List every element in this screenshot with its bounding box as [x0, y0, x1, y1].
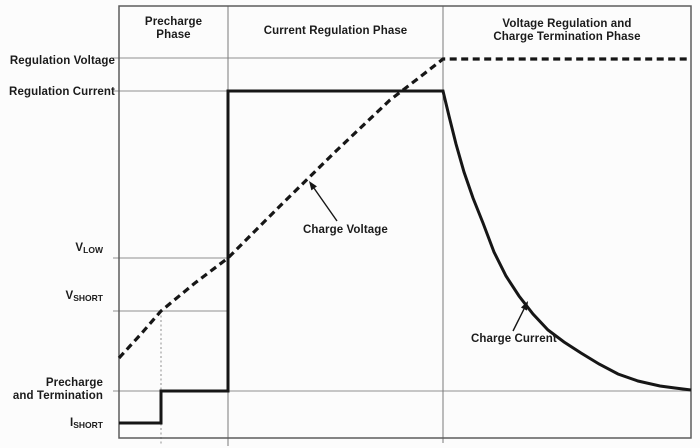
charge-current-annotation: Charge Current — [471, 333, 557, 345]
plot-frame — [118, 5, 692, 439]
v-short-label: VSHORT — [0, 290, 103, 305]
charge-current-arrowhead-icon — [520, 301, 528, 311]
precharge-termination-label: Precharge and Termination — [12, 377, 103, 402]
i-short-symbol: I — [69, 417, 74, 429]
v-low-symbol: V — [75, 242, 84, 254]
v-low-label: VLOW — [0, 242, 103, 257]
v-short-subscript: SHORT — [73, 293, 103, 303]
regulation-voltage-label: Regulation Voltage — [9, 55, 115, 67]
charge-voltage-arrowhead-icon — [309, 181, 317, 191]
regulation-current-label: Regulation Current — [9, 86, 115, 98]
phase-label-precharge: Precharge Phase — [144, 16, 203, 41]
phase-label-current-regulation: Current Regulation Phase — [263, 25, 408, 37]
charge-current-curve — [119, 89, 692, 425]
charge-voltage-curve — [117, 57, 691, 360]
charge-current-arrow — [512, 308, 525, 332]
charge-voltage-arrow — [313, 187, 338, 222]
i-short-subscript: SHORT — [73, 420, 103, 430]
phase-label-voltage-regulation: Voltage Regulation and Charge Terminatio… — [493, 18, 641, 43]
charge-voltage-annotation: Charge Voltage — [303, 224, 388, 236]
v-low-subscript: LOW — [83, 245, 103, 255]
i-short-label: ISHORT — [0, 417, 103, 432]
v-short-symbol: V — [65, 290, 74, 302]
